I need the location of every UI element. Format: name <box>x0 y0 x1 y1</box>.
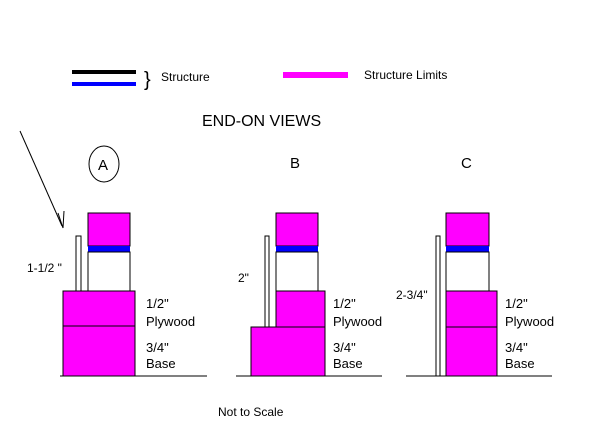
view-b: B 2" 1/2" Plywood 3/4" Base <box>236 155 382 377</box>
view-a-plywood-label-name: Plywood <box>146 314 195 329</box>
view-b-letter: B <box>290 155 300 172</box>
view-a-plywood-block <box>62 290 136 327</box>
not-to-scale-note: Not to Scale <box>218 405 284 419</box>
view-b-base-block <box>250 326 326 377</box>
view-b-base-label-name: Base <box>333 356 363 371</box>
view-b-structure-band <box>276 246 318 252</box>
view-c-plywood-block <box>445 290 498 328</box>
legend-limits-label: Structure Limits <box>364 68 447 82</box>
view-c-base-block <box>445 326 498 377</box>
view-a-gap-bar <box>75 235 82 292</box>
view-b-gap-bar <box>264 235 270 328</box>
view-a-base-block <box>62 325 136 377</box>
view-b-plywood-label-dim: 1/2" <box>333 296 356 311</box>
view-a: A 1-1/2 " 1/2" Plywood 3/4" Base <box>27 145 207 377</box>
legend: } Structure Structure Limits <box>72 68 447 91</box>
view-c-gap-bar <box>435 235 441 377</box>
view-a-base-label-dim: 3/4" <box>146 340 169 355</box>
view-c: C 2-3/4" 1/2" Plywood 3/4" Base <box>396 155 554 377</box>
view-c-base-label-dim: 3/4" <box>505 340 528 355</box>
legend-structure-brace: } <box>144 69 151 91</box>
view-a-letter-circle <box>88 145 120 183</box>
view-b-structure-bottom <box>275 251 319 292</box>
view-a-plywood-label-dim: 1/2" <box>146 296 169 311</box>
view-a-structure-top <box>87 212 131 247</box>
legend-structure-label: Structure <box>161 70 210 84</box>
view-a-base-label-name: Base <box>146 356 176 371</box>
view-a-gap-label: 1-1/2 " <box>27 261 62 275</box>
view-c-base-label-name: Base <box>505 356 535 371</box>
pointer-arrow <box>19 130 65 229</box>
view-b-base-label-dim: 3/4" <box>333 340 356 355</box>
view-c-letter: C <box>461 155 472 172</box>
view-a-structure-bottom <box>87 251 131 292</box>
view-c-gap-label: 2-3/4" <box>396 288 428 302</box>
view-b-structure-top <box>275 212 319 247</box>
view-b-plywood-label-name: Plywood <box>333 314 382 329</box>
diagram-title: END-ON VIEWS <box>202 113 321 130</box>
view-b-plywood-block <box>275 290 326 328</box>
view-c-plywood-label-name: Plywood <box>505 314 554 329</box>
view-a-structure-band <box>88 246 130 252</box>
view-c-plywood-label-dim: 1/2" <box>505 296 528 311</box>
view-b-gap-label: 2" <box>238 271 249 285</box>
view-c-structure-bottom <box>445 251 490 292</box>
view-c-structure-band <box>446 246 489 252</box>
view-a-letter: A <box>98 157 108 174</box>
view-c-structure-top <box>445 212 490 247</box>
